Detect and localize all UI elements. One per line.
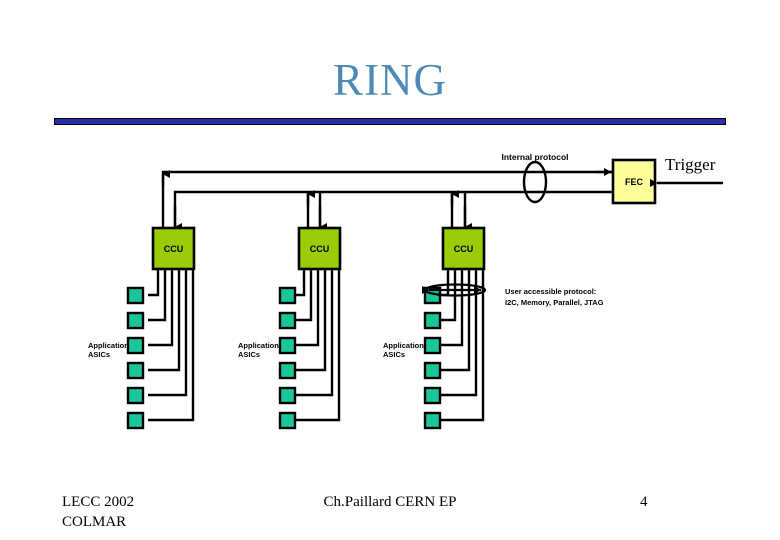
- asic-square: [423, 361, 442, 380]
- internal-protocol-label: Internal protocol: [501, 152, 568, 162]
- user-protocol-label-line1: User accessible protocol:: [505, 287, 596, 296]
- ccu-label-1: CCU: [164, 244, 184, 254]
- ccu1-asics: [126, 286, 145, 430]
- ccu-box-2: [297, 226, 342, 271]
- ccu-box-3: [441, 226, 486, 271]
- asic-square: [126, 286, 145, 305]
- ring-line-inner: [173, 190, 613, 228]
- asic-group-label-2-line1: Application: [238, 341, 279, 350]
- ccu-cluster-1: CCU Application ASICs: [88, 226, 196, 430]
- asic-square: [423, 336, 442, 355]
- asic-square: [423, 311, 442, 330]
- asic-square: [278, 361, 297, 380]
- asic-square: [278, 311, 297, 330]
- asic-group-label-3-line1: Application: [383, 341, 424, 350]
- asic-square: [126, 361, 145, 380]
- footer-conference-line1: LECC 2002: [62, 494, 135, 510]
- ring-arrowheads: [161, 168, 612, 231]
- asic-square: [126, 336, 145, 355]
- asic-group-label-3-line2: ASICs: [383, 350, 405, 359]
- ccu2-asics: [278, 286, 297, 430]
- ccu-label-3: CCU: [454, 244, 474, 254]
- asic-square: [278, 286, 297, 305]
- asic-square: [126, 411, 145, 430]
- footer-author: Ch.Paillard CERN EP: [323, 494, 457, 510]
- ccu-cluster-2: CCU Application ASICs: [238, 226, 342, 430]
- asic-group-label-1-line2: ASICs: [88, 350, 110, 359]
- internal-protocol-marker-ellipse: [522, 160, 548, 204]
- trigger-label: Trigger: [665, 155, 716, 174]
- asic-square: [278, 411, 297, 430]
- asic-square: [126, 311, 145, 330]
- footer-page-number: 4: [640, 494, 648, 510]
- asic-square: [126, 386, 145, 405]
- ccu-label-2: CCU: [310, 244, 330, 254]
- ccu-box-1: [151, 226, 196, 271]
- asic-square: [278, 386, 297, 405]
- title-divider: [54, 118, 726, 125]
- ccu3-asics: [423, 286, 442, 430]
- page-title: RING: [333, 55, 447, 105]
- ccu2-asic-buses: [295, 268, 341, 422]
- footer-conference: LECC 2002 COLMAR: [62, 492, 134, 532]
- fec-label: FEC: [625, 177, 644, 187]
- asic-square: [423, 411, 442, 430]
- ccu1-asic-buses: [148, 268, 195, 422]
- asic-group-label-1-line1: Application: [88, 341, 129, 350]
- user-protocol-label-line2: I2C, Memory, Parallel, JTAG: [505, 298, 604, 307]
- asic-square: [423, 386, 442, 405]
- asic-group-label-2-line2: ASICs: [238, 350, 260, 359]
- footer-conference-line2: COLMAR: [62, 514, 127, 530]
- ccu-cluster-3: CCU Application ASICs: [383, 226, 487, 430]
- asic-square: [278, 336, 297, 355]
